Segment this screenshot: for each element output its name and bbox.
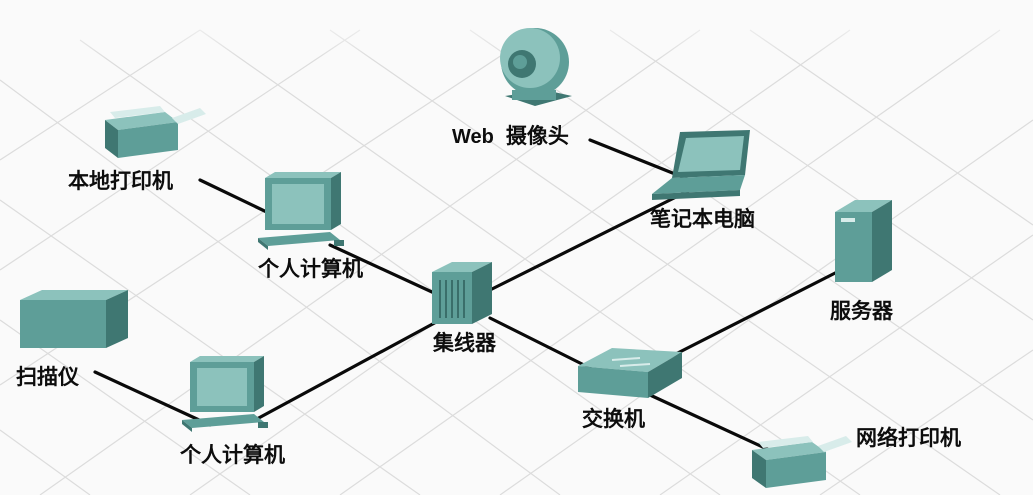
label-pc-top: 个人计算机 xyxy=(258,257,363,281)
link-hub-switch xyxy=(488,316,592,370)
label-webcam-prefix: Web xyxy=(452,126,494,148)
network-printer-icon xyxy=(752,436,852,488)
switch-icon xyxy=(578,348,682,398)
hub-icon xyxy=(432,262,492,324)
link-scanner-pc xyxy=(93,370,212,427)
label-scanner: 扫描仪 xyxy=(16,365,80,389)
link-switch-server xyxy=(658,266,847,364)
scanner-icon xyxy=(20,290,128,348)
laptop-icon xyxy=(652,130,750,200)
link-switch-network-printer xyxy=(648,393,782,457)
link-hub-laptop xyxy=(488,188,692,292)
server-icon xyxy=(835,200,892,282)
pc-top-icon xyxy=(258,172,344,250)
label-laptop: 笔记本电脑 xyxy=(650,207,755,231)
label-switch: 交换机 xyxy=(582,407,645,431)
link-pc-hub xyxy=(328,243,447,300)
label-webcam: Web 摄像头 xyxy=(452,124,569,148)
label-webcam-suffix: 摄像头 xyxy=(506,124,569,148)
label-hub: 集线器 xyxy=(432,331,497,355)
label-pc-bottom: 个人计算机 xyxy=(180,443,285,467)
label-local-printer: 本地打印机 xyxy=(68,169,173,193)
webcam-icon xyxy=(500,28,572,106)
local-printer-icon xyxy=(105,106,206,158)
link-pc-hub-2 xyxy=(253,318,442,422)
pc-bottom-icon xyxy=(182,356,268,432)
label-server: 服务器 xyxy=(830,299,894,323)
label-network-printer: 网络打印机 xyxy=(856,426,961,450)
